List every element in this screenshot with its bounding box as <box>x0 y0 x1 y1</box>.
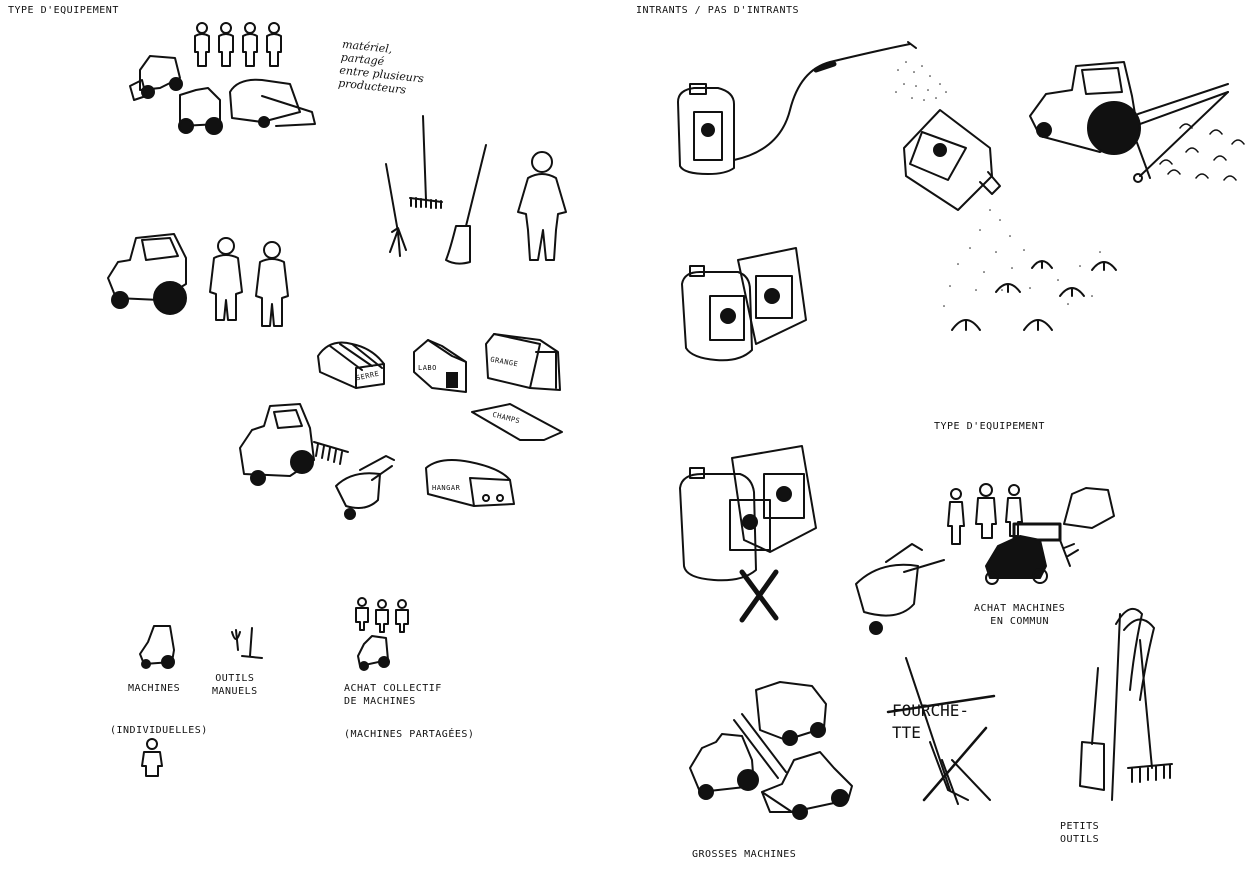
collective-people-small-icon <box>355 597 409 671</box>
two-people-icon <box>209 237 289 327</box>
grosses-machines-label: GROSSES MACHINES <box>692 849 797 860</box>
petits-outils-label: PETITS OUTILS <box>1060 821 1100 845</box>
tractor-harrow-icon <box>239 403 349 486</box>
hangar-label: HANGAR <box>432 484 461 492</box>
poison-canister-bag-icon <box>681 247 807 362</box>
labo-building-icon <box>413 339 467 393</box>
sprayer-tractor-icon <box>1029 61 1229 183</box>
individuelles-label: (INDIVIDUELLES) <box>110 725 208 736</box>
big-machines-icon <box>689 681 853 820</box>
tractor-cluster-icon <box>129 55 316 135</box>
wheelbarrow-icon <box>335 455 395 520</box>
machine-small-icon <box>139 625 175 669</box>
hand-tools-icon <box>385 115 487 265</box>
wheelbarrow-right-icon <box>855 543 945 635</box>
left-page-header: TYPE D'EQUIPEMENT <box>8 5 119 16</box>
spray-mist-icon <box>895 61 947 101</box>
achat-commun-label: ACHAT MACHINES EN COMMUN <box>974 603 1066 627</box>
no-intrants-icon <box>679 445 817 623</box>
achat-collectif-label: ACHAT COLLECTIF DE MACHINES <box>344 683 442 707</box>
sprayed-plants-icon <box>951 260 1117 331</box>
hangar-building-icon <box>425 459 515 507</box>
grange-building-icon <box>485 333 561 391</box>
machines-label: MACHINES <box>128 683 181 694</box>
right-page-header: INTRANTS / PAS D'INTRANTS <box>636 5 800 16</box>
small-tools-icon <box>1079 607 1173 801</box>
partagees-label: (MACHINES PARTAGÉES) <box>344 729 475 740</box>
manual-tools-small-icon <box>231 627 263 659</box>
serre-building-icon <box>317 341 385 389</box>
champs-field-icon <box>471 403 563 441</box>
poison-canister-pour-icon <box>903 109 1001 211</box>
pour-dots-icon <box>943 209 1101 307</box>
tractor-icon <box>107 233 187 315</box>
shared-machines-group-icon <box>947 483 1115 585</box>
fourchette-label: FOURCHE- TTE <box>892 701 970 742</box>
equipement-section-label: TYPE D'EQUIPEMENT <box>934 421 1045 432</box>
people-group-icon <box>194 22 282 67</box>
poison-sprayer-icon <box>677 41 917 175</box>
crossed-fork-icon <box>886 657 996 805</box>
labo-label: LABO <box>418 364 437 372</box>
farmer-icon <box>517 151 567 261</box>
shared-equipment-note: matériel, partagé entre plusieurs produc… <box>337 37 425 97</box>
outils-manuels-label: OUTILS MANUELS <box>212 673 258 697</box>
sprouts-row-icon <box>1159 123 1245 181</box>
individual-person-small-icon <box>141 738 163 777</box>
